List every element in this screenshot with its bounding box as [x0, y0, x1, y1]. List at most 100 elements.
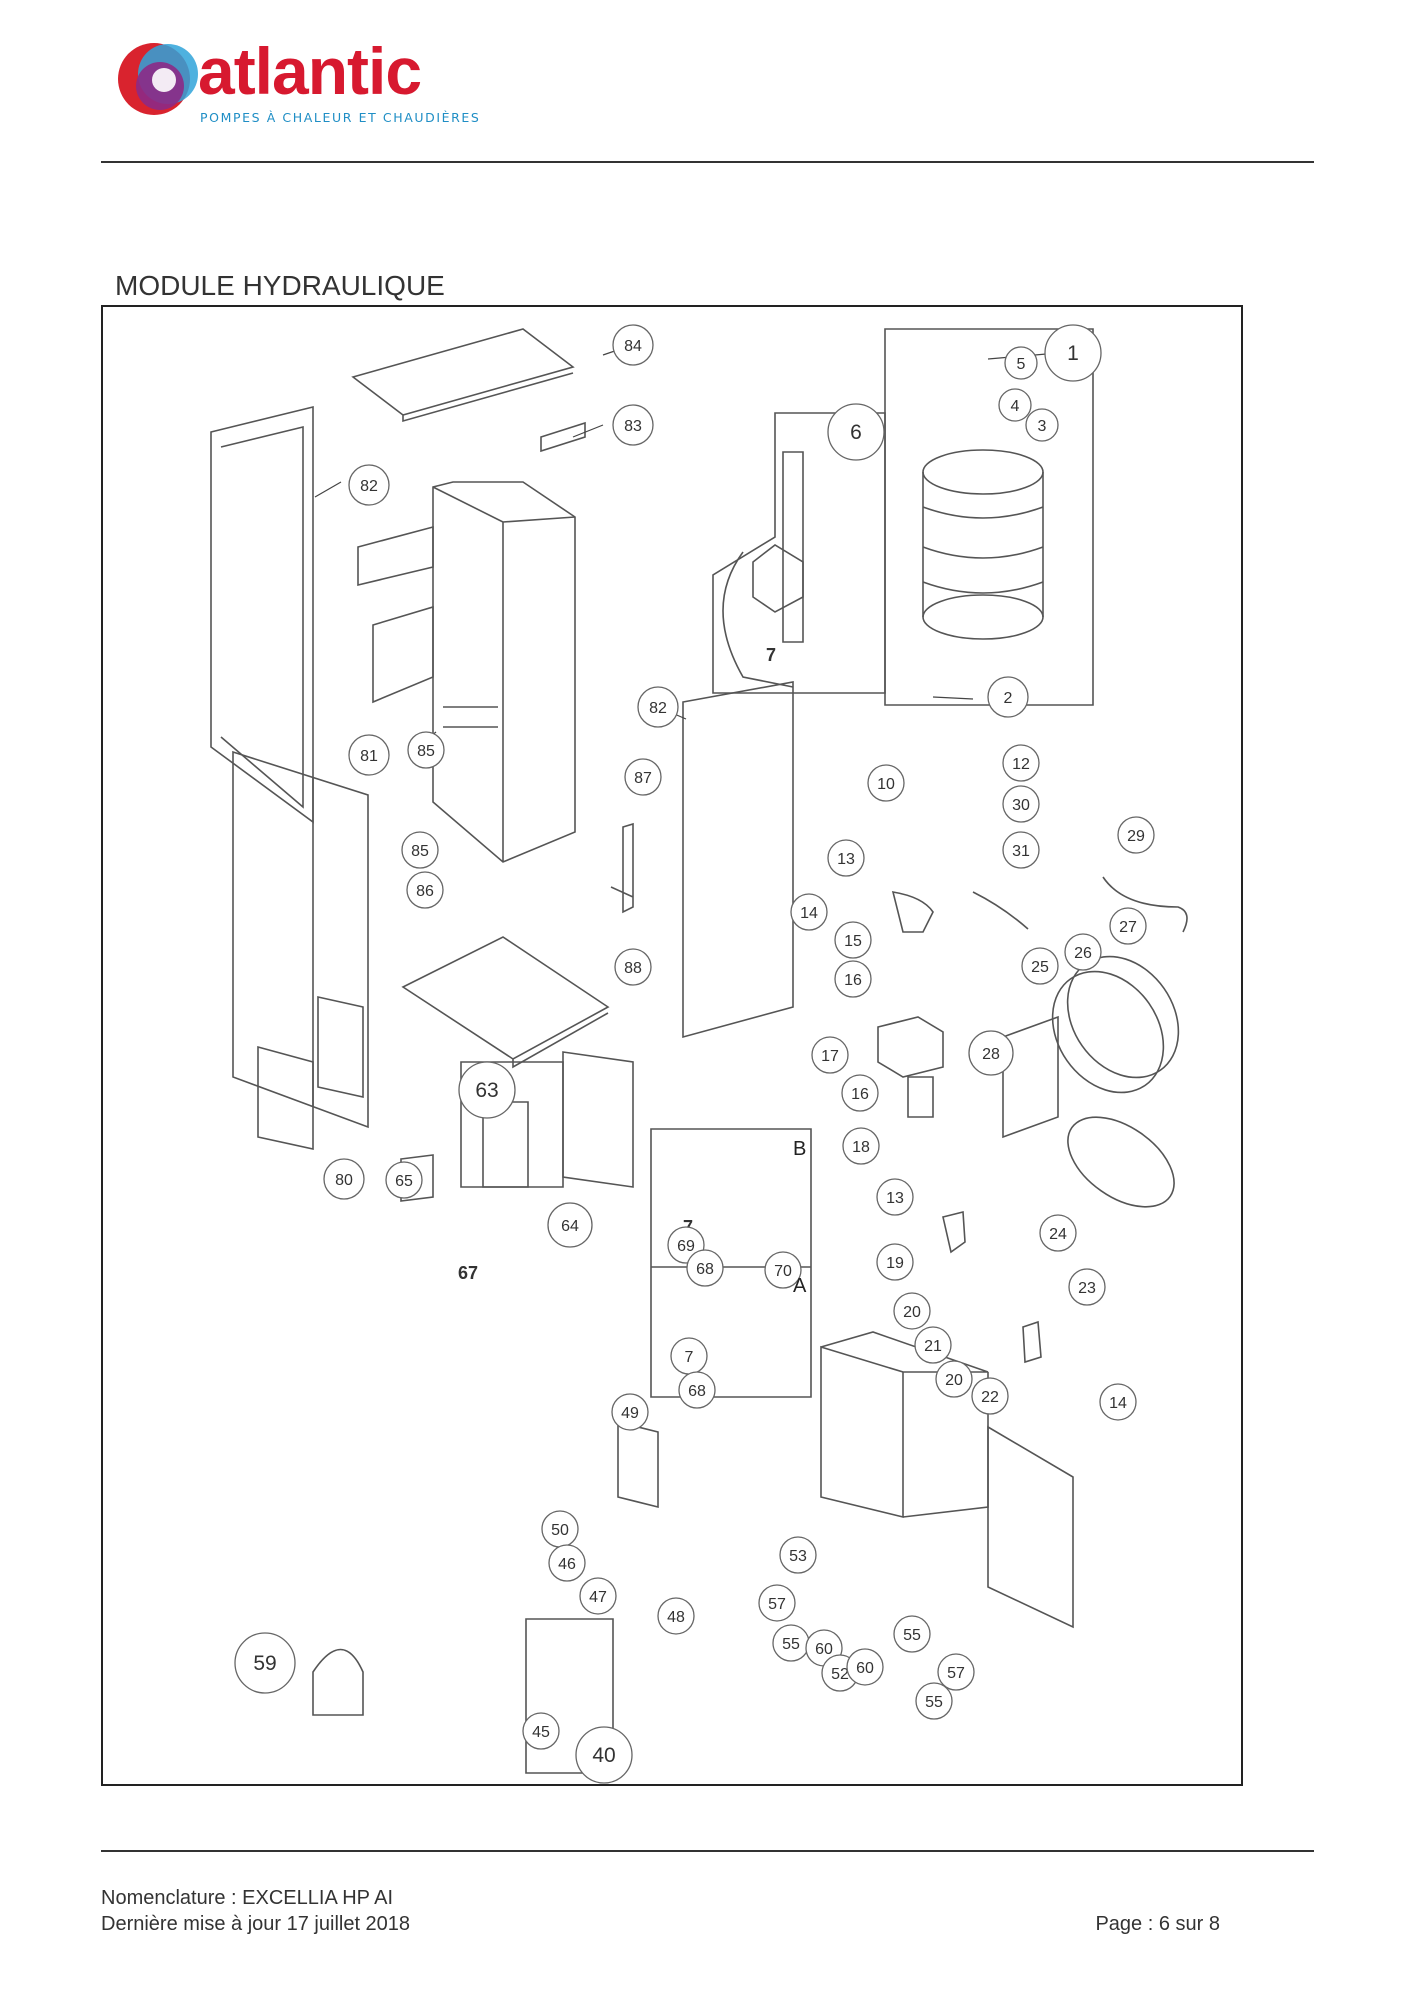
callout-68b: 68	[678, 1371, 716, 1409]
callout-circle	[846, 1648, 884, 1686]
callout-number: 5	[1017, 356, 1026, 373]
callout-number: 2	[1004, 690, 1013, 707]
callout-number: 24	[1049, 1226, 1067, 1243]
callout-number: 10	[877, 776, 895, 793]
callout-number: 57	[947, 1665, 965, 1682]
callout-4: 4	[998, 388, 1032, 422]
callout-55a: 55	[772, 1624, 810, 1662]
callout-85a: 85	[407, 731, 445, 769]
callout-circle	[827, 839, 865, 877]
callout-circle	[937, 1653, 975, 1691]
callout-circle	[998, 388, 1032, 422]
callout-19: 19	[876, 1243, 914, 1281]
callout-circle	[841, 1074, 879, 1112]
footer-page-number: Page : 6 sur 8	[1095, 1913, 1220, 1935]
callout-7c: 7	[670, 1337, 708, 1375]
callout-83: 83	[612, 404, 654, 446]
callout-circle	[1109, 907, 1147, 945]
callout-48: 48	[657, 1597, 695, 1635]
callout-number: 68	[688, 1383, 706, 1400]
callout-5: 5	[1004, 346, 1038, 380]
callout-60b: 60	[846, 1648, 884, 1686]
callout-number: 67	[458, 1263, 478, 1283]
callout-number: 25	[1031, 959, 1049, 976]
callout-45: 45	[522, 1712, 560, 1750]
callout-49: 49	[611, 1393, 649, 1431]
callout-number: 26	[1074, 945, 1092, 962]
callout-16a: 16	[834, 960, 872, 998]
callout-circle	[842, 1127, 880, 1165]
callout-2: 2	[987, 676, 1029, 718]
callout-circle	[758, 1584, 796, 1622]
callout-6: 6	[827, 403, 885, 461]
callout-26: 26	[1064, 933, 1102, 971]
callout-circle	[678, 1371, 716, 1409]
callout-number: 31	[1012, 843, 1030, 860]
callout-64: 64	[547, 1202, 593, 1248]
callout-10: 10	[867, 764, 905, 802]
header-divider	[101, 161, 1314, 163]
callout-number: 70	[774, 1263, 792, 1280]
callout-circle	[323, 1158, 365, 1200]
callout-circle	[1025, 408, 1059, 442]
leader-lines	[314, 342, 1059, 750]
callout-circle	[764, 1251, 802, 1289]
callout-circle	[893, 1615, 931, 1653]
callout-number: 46	[558, 1556, 576, 1573]
callout-number: 85	[417, 743, 435, 760]
callout-circle	[522, 1712, 560, 1750]
callout-number: 19	[886, 1255, 904, 1272]
callout-circle	[827, 403, 885, 461]
callout-circle	[1099, 1383, 1137, 1421]
callout-63: 63	[458, 1061, 516, 1119]
callout-number: 23	[1078, 1280, 1096, 1297]
callout-number: 82	[360, 478, 378, 495]
callout-number: 59	[253, 1652, 276, 1675]
box-label-a: A	[793, 1275, 807, 1297]
callout-number: 16	[851, 1086, 869, 1103]
callout-number: 20	[903, 1304, 921, 1321]
callout-circle	[914, 1326, 952, 1364]
callout-circle	[971, 1377, 1009, 1415]
callout-number: 55	[782, 1636, 800, 1653]
callout-87: 87	[624, 758, 662, 796]
callout-number: 53	[789, 1548, 807, 1565]
callout-18: 18	[842, 1127, 880, 1165]
callout-circle	[1044, 324, 1102, 382]
callout-circle	[1021, 947, 1059, 985]
callout-number: 68	[696, 1261, 714, 1278]
callout-number: 60	[856, 1660, 874, 1677]
callout-46: 46	[548, 1544, 586, 1582]
callout-20a: 20	[893, 1292, 931, 1330]
callout-68a: 68	[686, 1249, 724, 1287]
callout-number: 21	[924, 1338, 942, 1355]
callout-number: 80	[335, 1172, 353, 1189]
callout-number: 7	[685, 1349, 694, 1366]
callout-circle	[575, 1726, 633, 1784]
callout-number: 69	[677, 1238, 695, 1255]
callout-number: 84	[624, 338, 642, 355]
callout-55b: 55	[893, 1615, 931, 1653]
callout-circle	[935, 1360, 973, 1398]
callout-1: 1	[1044, 324, 1102, 382]
callout-number: 17	[821, 1048, 839, 1065]
callout-82a: 82	[348, 464, 390, 506]
callout-number: 13	[837, 851, 855, 868]
callout-24: 24	[1039, 1214, 1077, 1252]
callout-circle	[637, 686, 679, 728]
callout-circle	[401, 831, 439, 869]
callout-circle	[407, 731, 445, 769]
callout-59: 59	[234, 1632, 296, 1694]
callout-number: 49	[621, 1405, 639, 1422]
footer-nomenclature: Nomenclature : EXCELLIA HP AI	[101, 1887, 394, 1909]
callout-circle	[876, 1243, 914, 1281]
atlantic-logo	[118, 43, 198, 115]
callout-28: 28	[968, 1030, 1014, 1076]
callout-circle	[790, 893, 828, 931]
callout-number: 16	[844, 972, 862, 989]
callout-number: 7	[766, 645, 776, 665]
callout-number: 57	[768, 1596, 786, 1613]
